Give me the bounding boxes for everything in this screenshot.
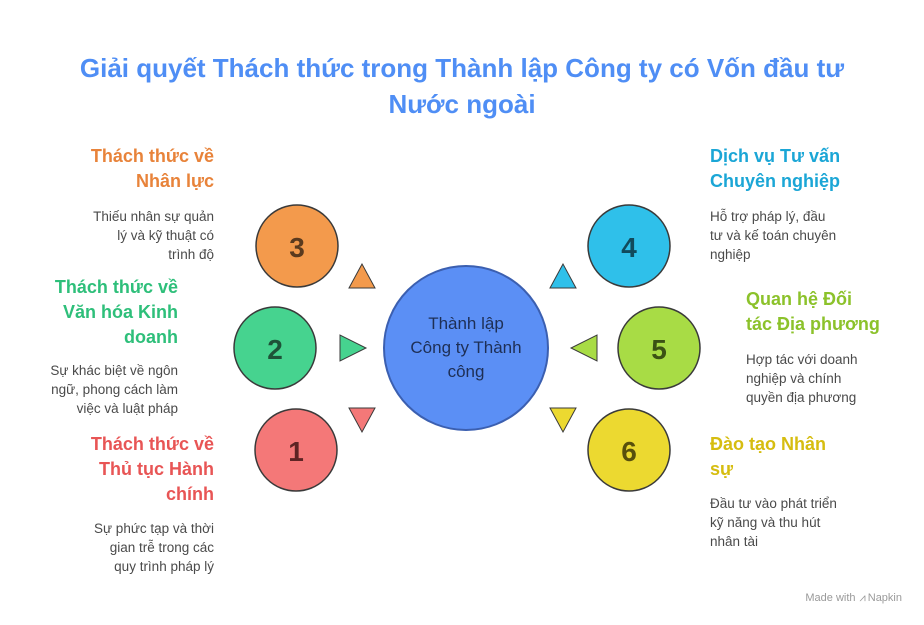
partner-title-line-1: Quan hệ Đối: [746, 289, 853, 309]
partner-desc-line-2: nghiệp và chính: [746, 371, 842, 386]
arrow-1-icon: [348, 407, 376, 434]
napkin-brand: Napkin: [867, 592, 902, 604]
admin-title-line-1: Thách thức về: [90, 434, 214, 454]
node-6: 6: [549, 407, 671, 492]
consult-description: Hỗ trợ pháp lý, đầu tư và kế toán chuyên…: [710, 207, 836, 264]
culture-desc-line-2: ngữ, phong cách làm: [51, 382, 178, 397]
title-line-1: Giải quyết Thách thức trong Thành lập Cô…: [79, 53, 845, 83]
culture-title-line-2: Văn hóa Kinh: [62, 302, 178, 322]
admin-desc-line-2: gian trễ trong các: [109, 540, 214, 555]
training-desc-line-1: Đầu tư vào phát triển: [710, 496, 837, 511]
node-4-circle: [587, 204, 671, 288]
culture-title-line-1: Thách thức về: [54, 277, 178, 297]
admin-title: Thách thức về Thủ tục Hành chính: [91, 432, 214, 507]
node-2-number: 2: [267, 334, 283, 365]
training-desc-line-3: nhân tài: [710, 534, 759, 549]
center-hub: Thành lập Công ty Thành công: [383, 265, 549, 431]
node-2: 2: [233, 306, 368, 390]
node-5: 5: [569, 306, 701, 390]
node-1-circle: [254, 408, 338, 492]
culture-desc-line-3: việc và luật pháp: [76, 401, 178, 416]
training-desc-line-2: kỹ năng và thu hút: [710, 515, 821, 530]
hr-title-line-2: Nhân lực: [135, 171, 214, 191]
node-5-circle: [617, 306, 701, 390]
consult-desc-line-3: nghiệp: [710, 247, 751, 262]
admin-title-line-2: Thủ tục Hành: [99, 459, 214, 479]
footer-credit: Made with⩘Napkin: [805, 592, 902, 605]
admin-description: Sự phức tạp và thời gian trễ trong các q…: [94, 519, 214, 576]
training-description: Đầu tư vào phát triển kỹ năng và thu hút…: [710, 494, 837, 551]
arrow-3-icon: [348, 262, 376, 289]
node-3-circle: [255, 204, 339, 288]
culture-description: Sự khác biệt về ngôn ngữ, phong cách làm…: [50, 361, 178, 418]
node-1: 1: [254, 407, 376, 492]
consult-desc-line-2: tư và kế toán chuyên: [710, 228, 837, 243]
culture-title-line-3: doanh: [124, 327, 178, 347]
consult-desc-line-1: Hỗ trợ pháp lý, đầu: [710, 209, 826, 224]
node-3-number: 3: [289, 232, 305, 263]
center-line-3: công: [448, 362, 485, 381]
hr-desc-line-3: trình độ: [168, 247, 214, 262]
hr-desc-line-2: lý và kỹ thuật có: [117, 228, 214, 243]
partner-desc-line-1: Hợp tác với doanh: [746, 352, 858, 367]
node-4-number: 4: [621, 232, 637, 263]
admin-desc-line-1: Sự phức tạp và thời: [94, 521, 214, 536]
training-title-line-1: Đào tạo Nhân: [710, 434, 827, 454]
training-title: Đào tạo Nhân sự: [710, 432, 826, 482]
arrow-2-icon: [339, 334, 368, 362]
hr-title-line-1: Thách thức về: [90, 146, 214, 166]
culture-desc-line-1: Sự khác biệt về ngôn: [50, 363, 178, 378]
napkin-logo-icon: ⩘: [859, 592, 866, 604]
consult-title-line-1: Dịch vụ Tư vấn: [710, 146, 841, 166]
hr-desc-line-1: Thiếu nhân sự quản: [93, 209, 214, 224]
training-title-line-2: sự: [710, 459, 734, 479]
partner-title-line-2: tác Địa phương: [746, 314, 880, 334]
node-4: 4: [549, 204, 671, 289]
consult-title: Dịch vụ Tư vấn Chuyên nghiệp: [710, 144, 840, 194]
admin-desc-line-3: quy trình pháp lý: [114, 559, 214, 574]
node-3: 3: [255, 204, 376, 289]
node-6-circle: [587, 408, 671, 492]
partner-description: Hợp tác với doanh nghiệp và chính quyền …: [746, 350, 858, 407]
arrow-6-icon: [549, 407, 577, 434]
node-2-circle: [233, 306, 317, 390]
node-6-number: 6: [621, 436, 637, 467]
center-circle: [383, 265, 549, 431]
partner-desc-line-3: quyền địa phương: [746, 390, 857, 405]
page-title: Giải quyết Thách thức trong Thành lập Cô…: [0, 50, 924, 122]
node-5-number: 5: [651, 334, 667, 365]
culture-title: Thách thức về Văn hóa Kinh doanh: [55, 275, 178, 350]
hr-description: Thiếu nhân sự quản lý và kỹ thuật có trì…: [93, 207, 214, 264]
center-line-2: Công ty Thành: [410, 338, 521, 357]
node-1-number: 1: [288, 436, 304, 467]
consult-title-line-2: Chuyên nghiệp: [710, 171, 840, 191]
hr-title: Thách thức về Nhân lực: [91, 144, 214, 194]
partner-title: Quan hệ Đối tác Địa phương: [746, 287, 880, 337]
arrow-5-icon: [569, 334, 598, 362]
center-line-1: Thành lập: [428, 314, 504, 333]
arrow-4-icon: [549, 262, 577, 289]
admin-title-line-3: chính: [166, 484, 214, 504]
title-line-2: Nước ngoài: [388, 89, 536, 119]
made-with-label: Made with: [805, 592, 856, 604]
